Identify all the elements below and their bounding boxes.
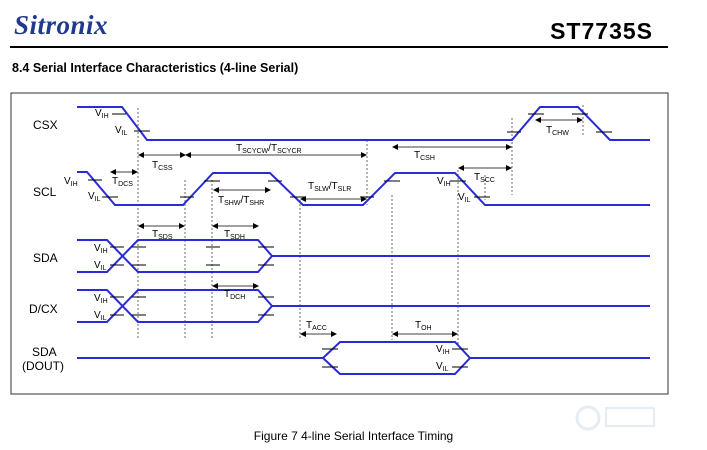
threshold-ticks [88,113,612,368]
label-sda: SDA [33,251,58,265]
dout-vih: VIH [436,344,450,356]
part-number: ST7735S [550,18,653,44]
dcx-vil: VIL [94,310,107,322]
label-tdcs: TDCS [112,176,133,188]
dcx-waveform-b [77,289,273,323]
dcx-waveform-a [77,289,650,323]
dcx-vih: VIH [94,293,108,305]
sitronix-logo: Sitronix [14,10,109,40]
dout-waveform-a [77,341,650,359]
figure-caption: Figure 7 4-line Serial Interface Timing [253,429,454,443]
csx-waveform [77,106,650,141]
label-dout: (DOUT) [22,359,64,373]
label-tslw: TSLW/TSLR [308,181,351,193]
section-title: 8.4 Serial Interface Characteristics (4-… [12,61,299,75]
label-dcx: D/CX [29,302,58,316]
scl-vil: VIL [88,191,101,203]
csx-vil: VIL [115,125,128,137]
level-labels: VIH VIL VIH VIL VIH VIL VIH VIL VIH VIL … [64,108,471,373]
diagram-frame [10,92,669,395]
label-sda-dout: SDA [32,345,57,359]
label-toh: TOH [415,320,432,332]
dout-vil: VIL [436,361,449,373]
dout-waveform-b [322,357,471,375]
label-tacc: TACC [306,320,327,332]
label-tdch: TDCH [224,289,245,301]
watermark-logo [575,405,655,431]
label-csx: CSX [33,118,58,132]
timing-arrows [110,117,583,337]
label-tchw: TCHW [546,125,569,137]
sda-waveform-a [77,239,650,273]
label-tsdh: TSDH [224,229,245,241]
csx-vih: VIH [95,108,109,120]
scl-vih-2: VIH [437,176,451,188]
waveforms [77,106,650,375]
label-tcss: TCSS [152,160,173,172]
label-tsds: TSDS [152,229,173,241]
label-tscyc: TSCYCW/TSCYCR [236,143,302,155]
timing-labels: TCSS TSCYCW/TSCYCR TCSH TCHW TDCS TSLW/T… [112,125,569,332]
sda-vil: VIL [94,260,107,272]
label-scl: SCL [33,185,57,199]
reference-lines [137,105,584,345]
sda-waveform-b [77,239,273,273]
scl-vil-2: VIL [458,192,471,204]
scl-waveform [77,171,650,206]
label-tshw: TSHW/TSHR [218,195,264,207]
label-tcsh: TCSH [414,150,435,162]
label-tscc: TSCC [474,172,495,184]
sda-vih: VIH [94,243,108,255]
scl-vih: VIH [64,176,78,188]
header-rule [10,46,668,48]
